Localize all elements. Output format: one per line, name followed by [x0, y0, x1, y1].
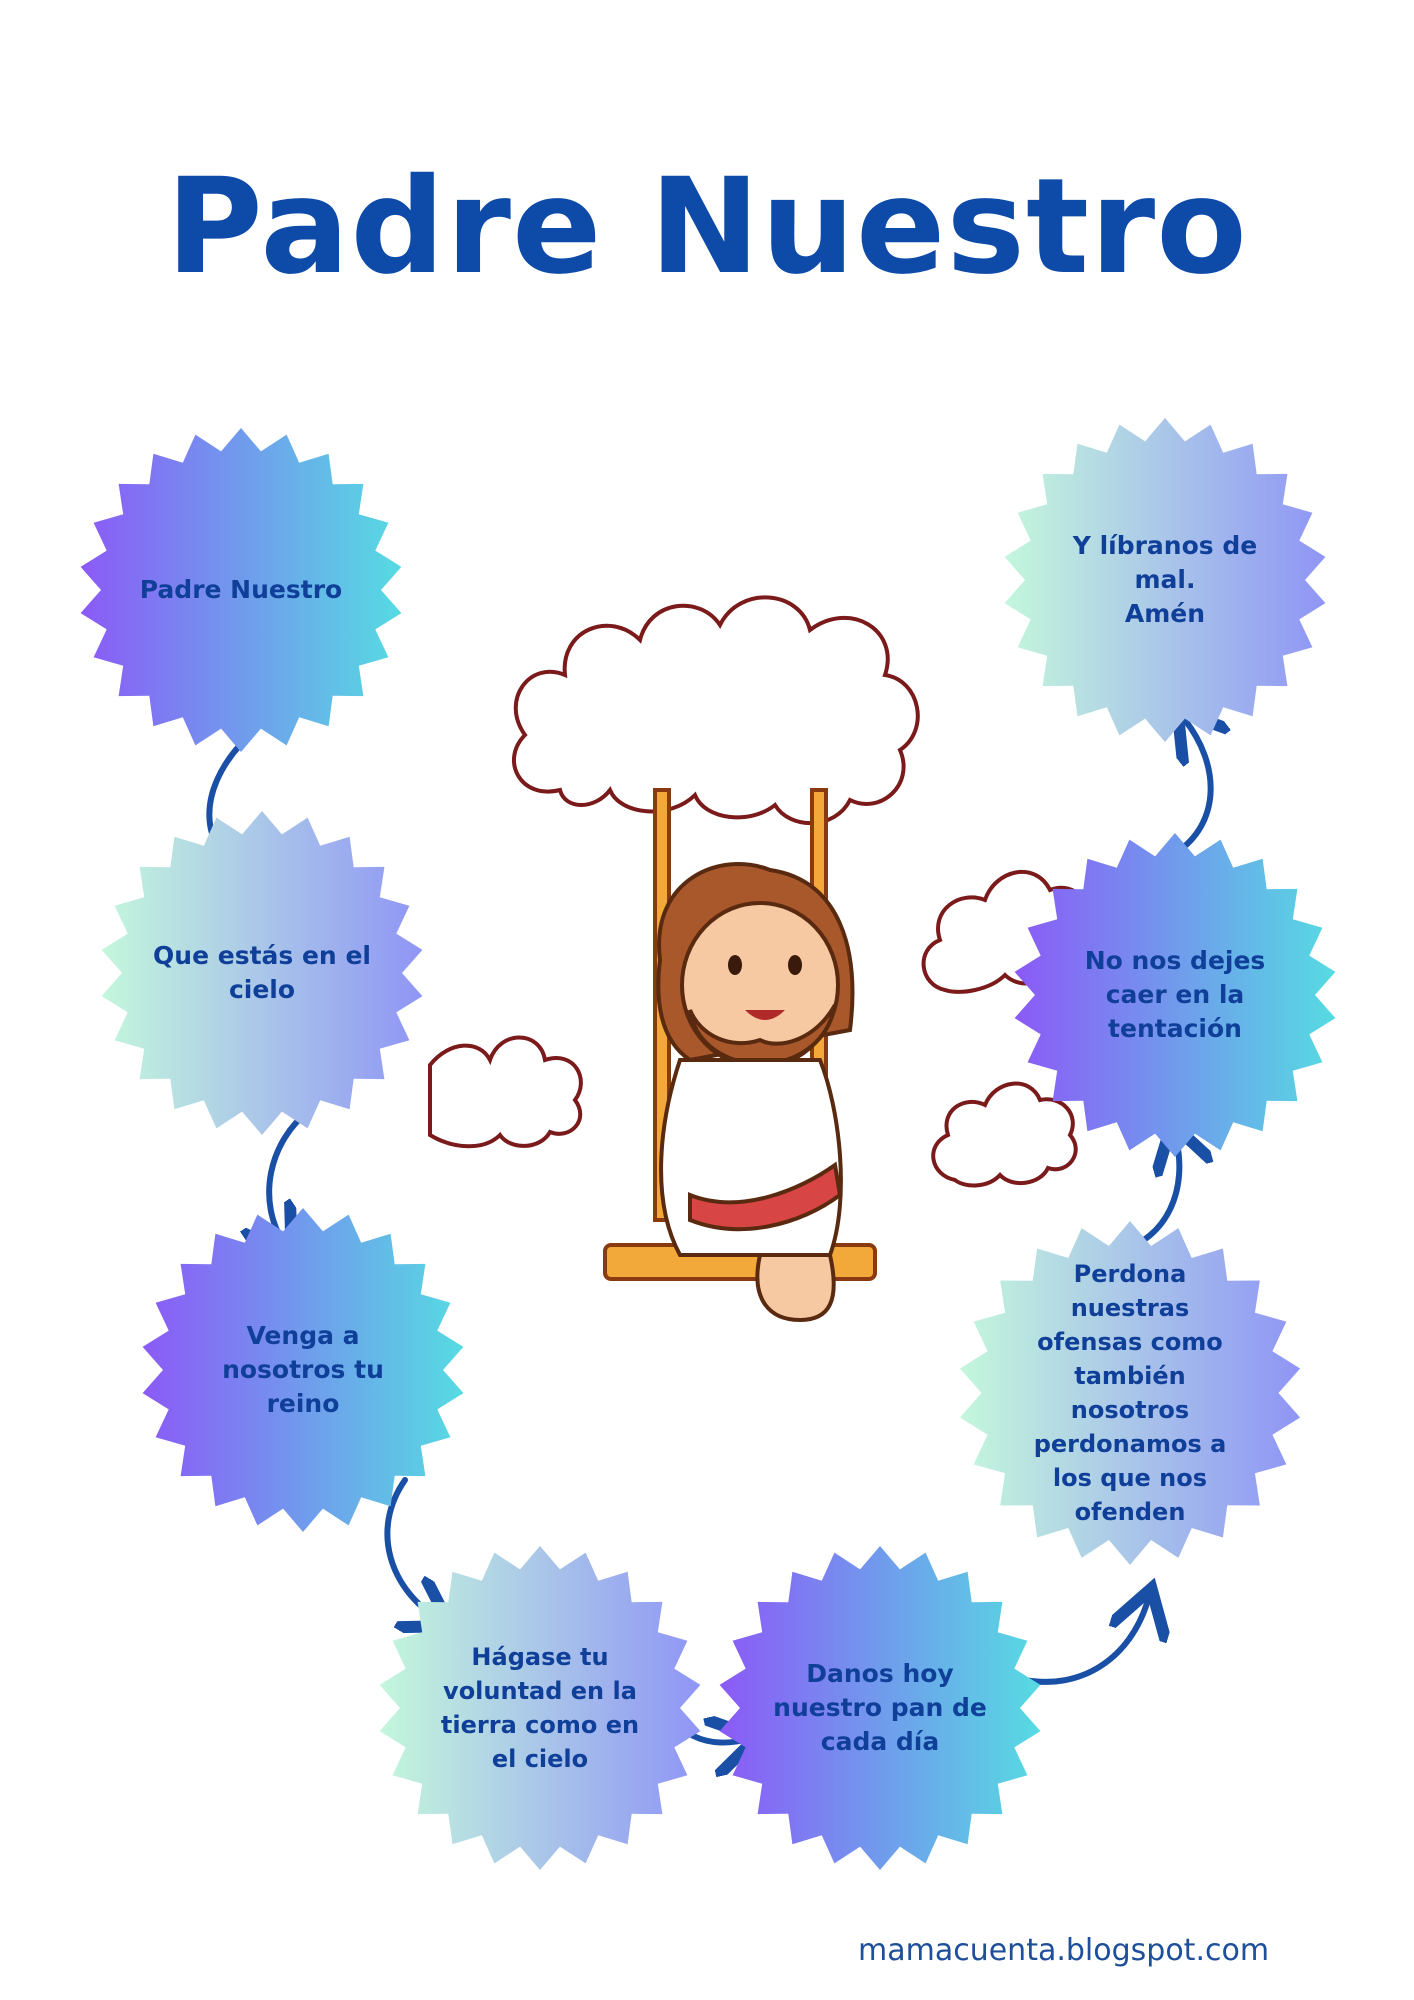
- footer-url: mamacuenta.blogspot.com: [858, 1933, 1270, 1968]
- step-text: No nos dejes caer en la tentación: [1084, 946, 1266, 1043]
- arrow-5-6: [1022, 1600, 1148, 1685]
- step-badge-6: Perdona nuestras ofensas como también no…: [955, 1218, 1305, 1568]
- cloud-large: [512, 595, 920, 826]
- arrow-7-8: [1180, 720, 1211, 853]
- cloud-small-left: [428, 1035, 583, 1149]
- badge-shape: [142, 1208, 464, 1532]
- feet: [755, 1253, 836, 1323]
- step-text: Y líbranos de mal. Amén: [1072, 531, 1258, 628]
- step-badge-7: No nos dejes caer en la tentación: [1010, 830, 1340, 1160]
- step-text: Hágase tu voluntad en la tierra como en …: [440, 1643, 640, 1773]
- badge-shape: [379, 1546, 701, 1870]
- step-badge-1: Padre Nuestro: [76, 425, 406, 755]
- step-text: Perdona nuestras ofensas como también no…: [1033, 1260, 1227, 1526]
- step-text: Padre Nuestro: [139, 575, 343, 604]
- step-text: Venga a nosotros tu reino: [222, 1321, 384, 1418]
- step-text: Danos hoy nuestro pan de cada día: [773, 1659, 987, 1756]
- badge-shape: [80, 428, 402, 752]
- step-badge-2: Que estás en el cielo: [97, 808, 427, 1138]
- step-text: Que estás en el cielo: [153, 941, 371, 1004]
- step-badge-8: Y líbranos de mal. Amén: [1000, 415, 1330, 745]
- badge-shape: [719, 1546, 1041, 1870]
- sash: [688, 1161, 843, 1232]
- step-badge-5: Danos hoy nuestro pan de cada día: [715, 1543, 1045, 1873]
- badge-shape: [1014, 833, 1336, 1157]
- page-title: Padre Nuestro: [166, 150, 1248, 304]
- step-badge-3: Venga a nosotros tu reino: [138, 1205, 468, 1535]
- badge-shape: [959, 1221, 1301, 1565]
- step-badge-4: Hágase tu voluntad en la tierra como en …: [375, 1543, 705, 1873]
- badge-shape: [101, 811, 423, 1135]
- badge-shape: [1004, 418, 1326, 742]
- cloud-small-right-lower: [931, 1081, 1078, 1188]
